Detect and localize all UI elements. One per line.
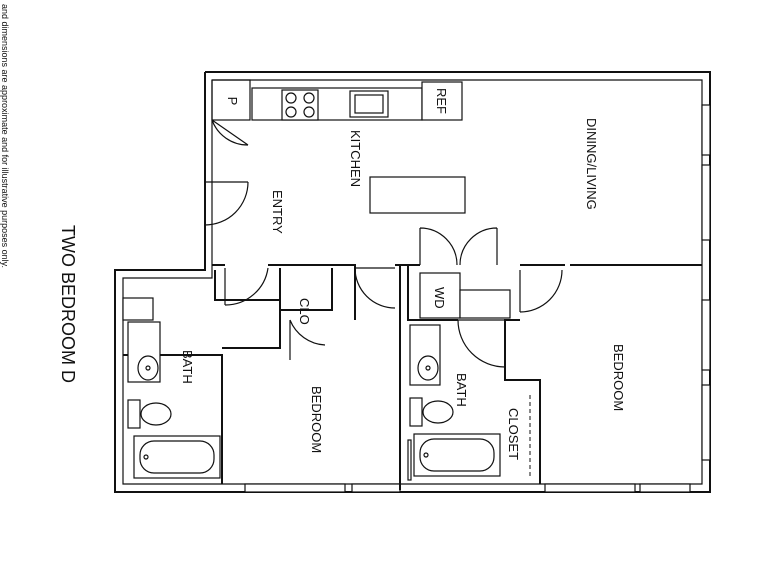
room-label-dining-living: DINING/LIVING (584, 118, 599, 210)
stove-icon (281, 89, 319, 121)
room-label-closet-2: CLOSET (506, 408, 521, 460)
interior-walls (122, 79, 702, 490)
room-label-washer-dryer: WD (432, 287, 447, 309)
bathtub-icon (133, 435, 221, 479)
windows (244, 104, 711, 493)
toilet-icon (127, 399, 172, 429)
toilet-icon (409, 397, 454, 427)
room-label-bedroom-2: BEDROOM (611, 344, 626, 411)
room-label-bath-2: BATH (454, 373, 469, 407)
disclaimer: and dimensions are approximate and for i… (0, 4, 10, 268)
doors (204, 119, 563, 368)
room-label-closet-1: CLO (297, 298, 312, 325)
sink-icon (417, 355, 439, 381)
room-label-kitchen: KITCHEN (348, 130, 363, 187)
bath-2-fixtures (407, 355, 531, 481)
refrigerator: REF (421, 81, 463, 121)
room-label-bedroom-1: BEDROOM (309, 386, 324, 453)
refrigerator-label: REF (434, 88, 449, 114)
sink-icon (137, 355, 159, 381)
outer-walls (114, 71, 711, 493)
plan-title: TWO BEDROOM D (58, 225, 78, 383)
room-label-entry: ENTRY (270, 190, 285, 234)
sink-icon (349, 90, 389, 118)
pantry-label: P (225, 97, 240, 106)
room-label-bath-1: BATH (180, 350, 195, 384)
bathtub-icon (413, 433, 501, 477)
bath-1-fixtures (127, 355, 221, 479)
